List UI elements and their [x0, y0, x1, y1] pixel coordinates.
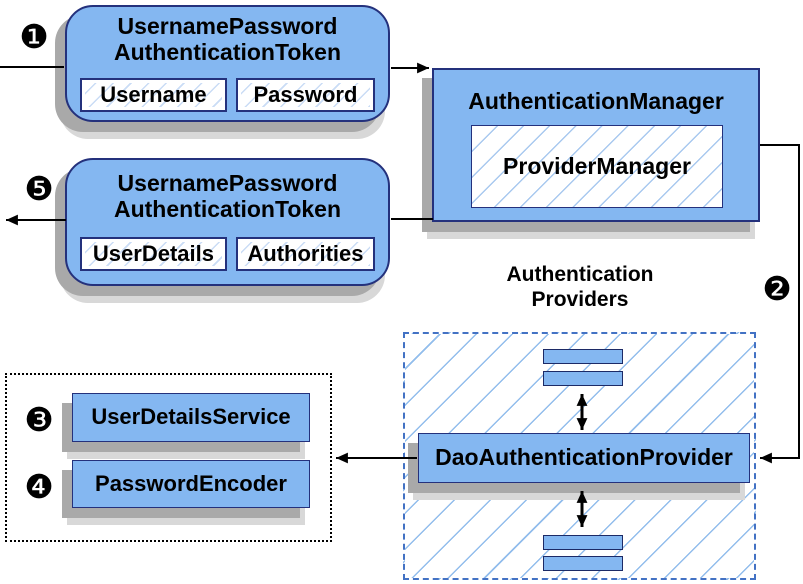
authentication-providers-label-line1: Authentication: [506, 263, 654, 286]
password-field-box: Password: [235, 78, 375, 112]
provider-bar: [543, 371, 623, 386]
step-4-badge: ❹: [24, 468, 54, 505]
request-token-title-line2: AuthenticationToken: [113, 38, 341, 65]
username-field-box: Username: [80, 78, 227, 112]
response-token-box: UsernamePassword AuthenticationToken Use…: [65, 158, 390, 286]
authentication-providers-label: Authentication Providers: [430, 262, 730, 312]
password-encoder-box: PasswordEncoder: [72, 460, 310, 508]
services-dotted-container: [5, 373, 332, 542]
request-token-title: UsernamePassword AuthenticationToken: [67, 13, 388, 65]
authorities-field-box: Authorities: [235, 237, 375, 271]
request-token-box: UsernamePassword AuthenticationToken Use…: [65, 5, 390, 122]
request-token-title-line1: UsernamePassword: [117, 13, 338, 39]
userdetails-field-box: UserDetails: [80, 237, 227, 271]
authentication-providers-label-line2: Providers: [531, 288, 629, 311]
authentication-manager-box: AuthenticationManager ProviderManager: [432, 68, 760, 222]
provider-bar: [543, 556, 623, 571]
step-2-badge: ❷: [762, 270, 792, 307]
authentication-manager-title: AuthenticationManager: [468, 88, 724, 114]
provider-bar: [543, 349, 623, 364]
step-3-badge: ❸: [24, 401, 54, 438]
user-details-service-box: UserDetailsService: [72, 393, 310, 442]
response-token-title-line1: UsernamePassword: [117, 170, 338, 196]
response-token-title-line2: AuthenticationToken: [113, 195, 341, 222]
step-5-badge: ❺: [24, 170, 54, 207]
provider-bar: [543, 535, 623, 550]
dao-authentication-provider-box: DaoAuthenticationProvider: [418, 433, 750, 483]
step-1-badge: ❶: [19, 18, 49, 55]
response-token-title: UsernamePassword AuthenticationToken: [67, 170, 388, 222]
provider-manager-box: ProviderManager: [471, 125, 723, 208]
